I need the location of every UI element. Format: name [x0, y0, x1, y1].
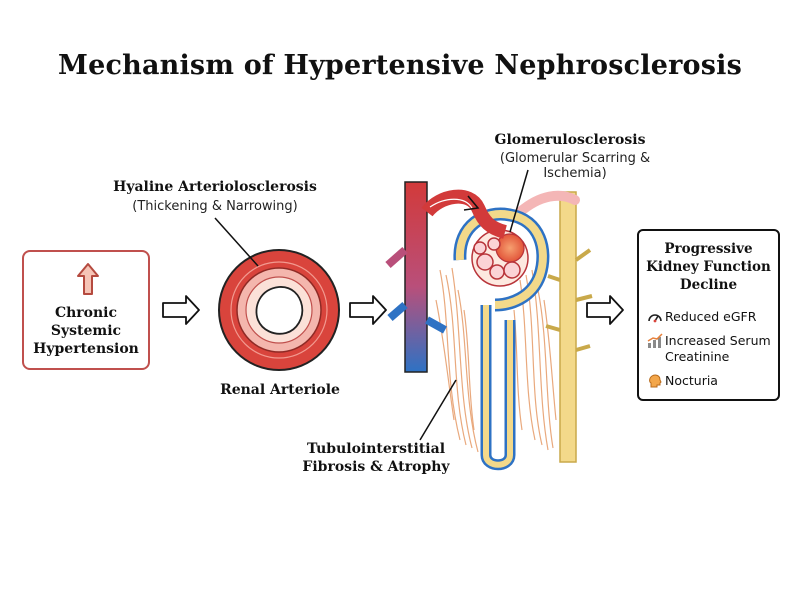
flow-arrow-3 — [586, 295, 624, 325]
glomerulosclerosis-label: Glomerulosclerosis — [494, 132, 646, 148]
arteriole-caption: Renal Arteriole — [220, 382, 340, 398]
glomerulus-tuft — [471, 229, 529, 287]
up-arrow-icon — [77, 263, 99, 295]
distal-tubule — [515, 190, 580, 217]
hypertension-label: Chronic Systemic Hypertension — [33, 305, 139, 357]
outcome-box: Progressive Kidney Function Decline Redu… — [637, 229, 780, 401]
hyaline-label: Hyaline Arteriolosclerosis — [113, 179, 317, 195]
page-title: Mechanism of Hypertensive Nephrosclerosi… — [58, 50, 742, 81]
hyaline-sublabel: (Thickening & Narrowing) — [132, 199, 298, 214]
head-icon — [649, 374, 662, 388]
rising-chart-icon — [647, 333, 663, 348]
arteriole-cross-section — [218, 249, 340, 371]
outcome-item-nocturia: Nocturia — [665, 373, 718, 388]
hyaline-pointer — [214, 217, 259, 267]
outcome-title: Progressive Kidney Function Decline — [646, 241, 771, 293]
fibrosis-strands — [435, 267, 557, 453]
outcome-item-egfr: Reduced eGFR — [665, 309, 757, 324]
fibrosis-pointer — [419, 379, 457, 441]
gauge-icon — [648, 314, 662, 323]
collecting-duct — [545, 191, 593, 463]
flow-arrow-1 — [162, 295, 200, 325]
hypertension-box: Chronic Systemic Hypertension — [22, 250, 150, 370]
fibrosis-label: Tubulointerstitial Fibrosis & Atrophy — [302, 441, 450, 475]
outcome-item-creatinine: Increased Serum Creatinine — [665, 333, 771, 364]
glomerulosclerosis-pointer — [509, 169, 529, 233]
flow-arrow-2 — [349, 295, 387, 325]
renal-vessel — [385, 181, 508, 373]
glomerulosclerosis-sublabel: (Glomerular Scarring & Ischemia) — [499, 151, 651, 181]
bowmans-capsule-and-loop — [453, 207, 550, 471]
